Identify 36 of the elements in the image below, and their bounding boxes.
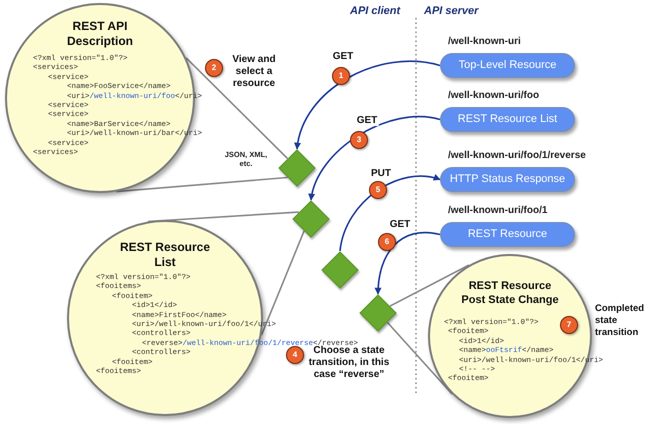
diamond-shape <box>321 251 359 289</box>
arrow <box>294 60 440 150</box>
callout-number: 6 <box>378 233 396 251</box>
diamond-shape <box>359 294 397 332</box>
step-note: Choose a state transition, in this case “reverse” <box>308 345 390 381</box>
circle-heading: REST Resource Post State Change <box>460 280 560 308</box>
diamond-shape <box>292 200 330 238</box>
diamond-shape <box>278 149 316 187</box>
column-heading: API server <box>424 4 478 19</box>
callout-number: 1 <box>332 67 350 85</box>
resource-pill: REST Resource List <box>440 107 575 132</box>
resource-pill: Top-Level Resource <box>440 53 575 78</box>
arrow <box>308 116 440 201</box>
resource-pill: REST Resource <box>440 222 575 247</box>
callout-number: 5 <box>369 181 387 199</box>
step-note: Completed state transition <box>595 303 646 339</box>
arrow <box>339 174 441 252</box>
callout-number: 4 <box>286 346 304 364</box>
callout-number: 3 <box>350 131 368 149</box>
circle-heading: REST Resource List <box>118 240 211 270</box>
step-note: View and select a resource <box>231 54 277 90</box>
magnifier-line <box>386 322 453 395</box>
edge-label: GET <box>356 116 378 126</box>
uri-label: /well-known-uri/foo/1/reverse <box>448 150 586 162</box>
magnifier-line <box>390 264 470 307</box>
uri-label: /well-known-uri <box>448 36 521 48</box>
column-heading: API client <box>350 4 400 19</box>
resource-pill: HTTP Status Response <box>440 167 575 192</box>
circle-heading: REST API Description <box>66 19 134 49</box>
callout-number: 2 <box>205 59 223 77</box>
edge-label: GET <box>332 52 354 62</box>
edge-label: PUT <box>370 169 392 179</box>
uri-label: /well-known-uri/foo/1 <box>448 205 548 218</box>
arrow <box>374 232 440 295</box>
edge-label: GET <box>388 220 412 230</box>
uri-label: /well-known-uri/foo <box>448 90 540 102</box>
